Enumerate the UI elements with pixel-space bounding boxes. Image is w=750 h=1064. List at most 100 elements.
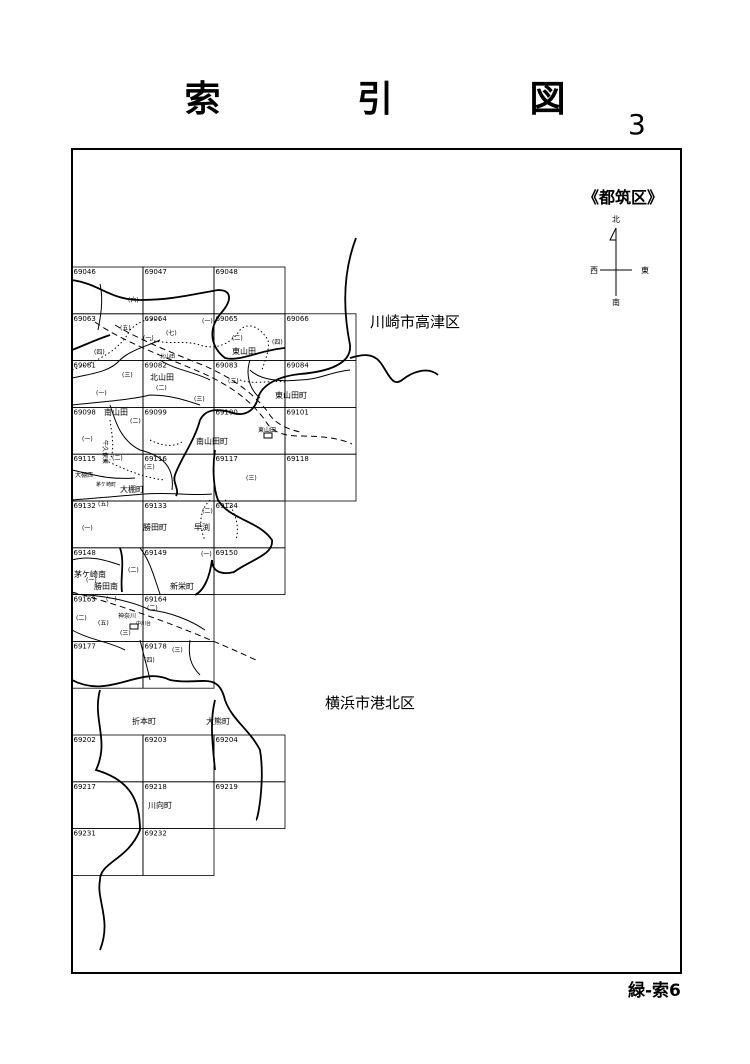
page-title: 索 引 図 bbox=[184, 79, 628, 120]
station-higashiyamata: 東山田 bbox=[258, 426, 276, 434]
town-katsuta-minami: 勝田南 bbox=[94, 581, 118, 591]
town-otana-cho: 大棚町 bbox=[120, 484, 144, 494]
sheet-number: 69048 bbox=[216, 268, 238, 276]
chome-mark: (二) bbox=[128, 567, 139, 574]
ward-boundary bbox=[71, 237, 439, 951]
chome-mark: (一) bbox=[201, 551, 212, 558]
town-minamiyamata-cho: 南山田町 bbox=[196, 436, 228, 446]
station-markers bbox=[129, 432, 273, 630]
chome-mark: (五) bbox=[98, 620, 109, 627]
chome-marks: (六) (五) (四) (七) (一) (一) (二) (四) (三) (一) … bbox=[76, 296, 283, 664]
chome-mark: (五) bbox=[98, 501, 109, 508]
sheet-number: 69218 bbox=[145, 783, 167, 791]
chome-mark: (二) bbox=[76, 615, 87, 622]
dotted-boundaries bbox=[71, 318, 286, 541]
sheet-number: 69202 bbox=[74, 736, 96, 744]
town-chigasaki-cho: 茅ケ崎町 bbox=[96, 481, 116, 488]
chome-mark: (一) bbox=[96, 390, 107, 397]
compass-north: 北 bbox=[612, 215, 620, 224]
sheet-number: 69084 bbox=[287, 362, 310, 370]
chome-mark: (二) bbox=[156, 385, 167, 392]
chome-mark: (二) bbox=[130, 418, 141, 425]
town-kawamuko-cho: 川向町 bbox=[148, 800, 172, 810]
town-katsuta-cho: 勝田町 bbox=[143, 522, 167, 532]
sheet-number: 69204 bbox=[216, 736, 239, 744]
railway-line bbox=[71, 321, 353, 661]
chome-mark: (二) bbox=[202, 508, 213, 515]
sheet-number: 69118 bbox=[287, 455, 309, 463]
chome-mark: (五) bbox=[120, 325, 131, 332]
chome-mark: (二) bbox=[147, 605, 158, 612]
sheet-cell bbox=[213, 781, 286, 829]
sheet-number: 69046 bbox=[74, 268, 97, 276]
chome-mark: (二) bbox=[112, 455, 123, 462]
town-shinei-cho: 新栄町 bbox=[170, 581, 194, 591]
chome-mark: (一) bbox=[106, 596, 117, 603]
sheet-number: 69063 bbox=[74, 315, 96, 323]
town-okuma-nishi: 大棚西 bbox=[75, 471, 93, 479]
sheet-number: 69164 bbox=[145, 596, 168, 604]
chome-mark: (四) bbox=[272, 339, 283, 346]
town-kanakita: 神奈川 bbox=[118, 612, 136, 620]
page-code: 緑-索6 bbox=[628, 981, 681, 1001]
town-chigasaki-minami: 茅ケ崎南 bbox=[74, 569, 106, 579]
town-orimoto-cho: 折本町 bbox=[132, 716, 156, 726]
town-hayabuchi: 早渕 bbox=[194, 522, 210, 532]
town-nakagawa: 中川台 bbox=[136, 620, 151, 627]
town-minamiyamata: 南山田 bbox=[104, 407, 128, 417]
sheet-cell bbox=[142, 828, 215, 876]
chome-mark: (一) bbox=[82, 525, 93, 532]
chome-mark: (一) bbox=[82, 436, 93, 443]
ward-label: 《都筑区》 bbox=[583, 188, 664, 207]
chome-mark: (四) bbox=[94, 349, 105, 356]
sheet-number: 69219 bbox=[216, 783, 238, 791]
chome-mark: (七) bbox=[166, 329, 177, 337]
town-ushikubo-higashi: 牛久保東 bbox=[101, 440, 109, 464]
sheet-number: 69082 bbox=[145, 362, 167, 370]
sheet-number: 69047 bbox=[145, 268, 167, 276]
sheet-number: 69134 bbox=[216, 502, 239, 510]
chome-mark: (六) bbox=[128, 296, 139, 304]
sheet-number: 69232 bbox=[145, 830, 167, 838]
chome-mark: (三) bbox=[194, 396, 205, 403]
sheet-number: 69133 bbox=[145, 502, 167, 510]
chome-mark: (三) bbox=[144, 464, 155, 471]
sheet-number: 69217 bbox=[74, 783, 96, 791]
chome-mark: (三) bbox=[246, 475, 257, 482]
station-kitayamata: 北山田 bbox=[160, 353, 175, 360]
sheet-number: 69098 bbox=[74, 408, 96, 416]
chome-mark: (三) bbox=[172, 647, 183, 654]
chome-mark: (四) bbox=[144, 657, 155, 664]
chome-mark: (三) bbox=[120, 630, 131, 637]
sheet-number: 69231 bbox=[74, 830, 96, 838]
area-label-kohoku: 横浜市港北区 bbox=[325, 694, 416, 712]
sheet-number: 69178 bbox=[145, 642, 167, 650]
sheet-number: 69117 bbox=[216, 455, 238, 463]
town-okuma-cho: 大熊町 bbox=[206, 716, 230, 726]
chome-mark: (三) bbox=[228, 378, 239, 385]
sheet-cell bbox=[284, 453, 357, 502]
town-kitayamata: 北山田 bbox=[150, 372, 174, 382]
sheet-number: 69066 bbox=[287, 315, 310, 323]
chome-mark: (三) bbox=[122, 372, 133, 379]
sheet-number: 69083 bbox=[216, 362, 238, 370]
sheet-number: 69116 bbox=[145, 455, 168, 463]
sheet-number: 69115 bbox=[74, 455, 96, 463]
town-names: 東山田 北山田 北山田 東山田町 南山田 南山田町 東山田 牛久保東 大棚西 茅… bbox=[74, 346, 307, 810]
page-number: 3 bbox=[628, 108, 646, 141]
sheet-number: 69177 bbox=[74, 642, 96, 650]
chome-mark: (二) bbox=[232, 335, 243, 342]
sheet-number: 69149 bbox=[145, 549, 167, 557]
sheet-number: 69132 bbox=[74, 502, 96, 510]
compass-west: 西 bbox=[590, 266, 598, 275]
sheet-number: 69101 bbox=[287, 408, 309, 416]
sheet-grid bbox=[71, 266, 357, 876]
sheet-number: 69148 bbox=[74, 549, 96, 557]
sheet-number: 69065 bbox=[216, 315, 238, 323]
sheet-number: 69203 bbox=[145, 736, 167, 744]
sheet-number: 69163 bbox=[74, 596, 96, 604]
sheet-cell bbox=[213, 547, 286, 595]
chome-mark: (一) bbox=[202, 318, 213, 325]
town-higashiyamata: 東山田 bbox=[232, 346, 256, 356]
